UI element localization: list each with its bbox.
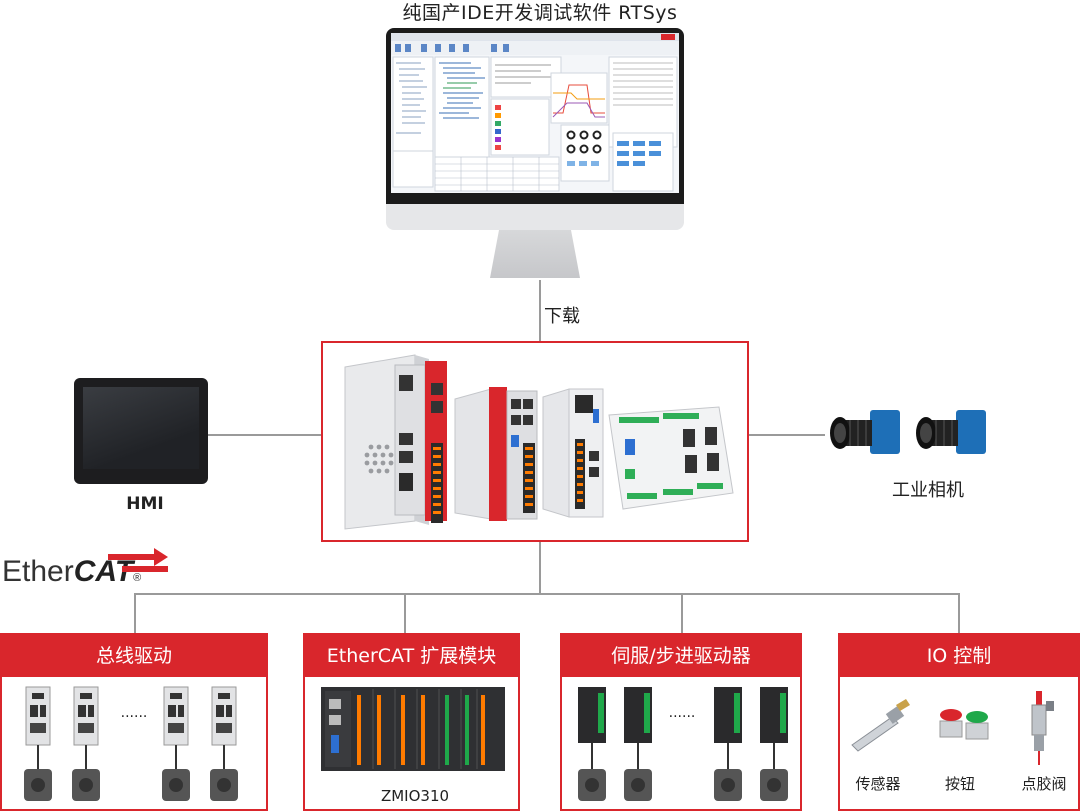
hmi-label: HMI: [126, 494, 164, 514]
hmi-panel: [74, 378, 208, 484]
section-title: IO 控制: [840, 635, 1078, 677]
more-dots: ......: [668, 705, 696, 721]
more-dots: ......: [120, 705, 148, 721]
ethercat-arrows-icon: [108, 548, 168, 572]
connector-line: [749, 434, 825, 436]
connector-line: [539, 542, 541, 594]
ethercat-logo-mark: ®: [133, 572, 142, 584]
rtsys-screen: [391, 33, 679, 193]
section-title: 伺服/步进驱动器: [562, 635, 800, 677]
section-bus-drive: 总线驱动: [0, 633, 268, 811]
servo-drivers-illustration: [578, 687, 788, 801]
buttons-icon: [939, 709, 989, 740]
zmio310-module-illustration: [321, 687, 505, 771]
connector-line: [539, 280, 541, 342]
section-servo-driver: 伺服/步进驱动器 ......: [560, 633, 802, 811]
hmi-screen: [83, 387, 199, 469]
motion-controllers-illustration: [344, 354, 734, 530]
connector-line: [404, 593, 406, 634]
monitor-rtsys: [386, 28, 684, 280]
industrial-camera-icon: [830, 410, 986, 454]
connector-line: [134, 593, 960, 595]
diagram-title: 纯国产IDE开发调试软件 RTSys: [402, 2, 678, 24]
monitor-chin: [386, 204, 684, 230]
module-caption: ZMIO310: [380, 787, 450, 805]
io-item-button: 按钮: [944, 775, 975, 793]
io-item-dispensing-valve: 点胶阀: [1021, 775, 1067, 793]
bus-drives-illustration: [24, 686, 238, 801]
connector-line: [208, 434, 322, 436]
section-title: 总线驱动: [2, 635, 266, 677]
connector-line: [681, 593, 683, 634]
section-ethercat-module: EtherCAT 扩展模块 ZMIO310: [303, 633, 520, 811]
connector-line: [134, 593, 136, 634]
rtsys-software-illustration: [391, 33, 679, 192]
dispensing-valve-icon: [1031, 691, 1054, 765]
io-item-sensor: 传感器: [855, 775, 901, 793]
ethercat-logo-prefix: Ether: [2, 555, 74, 588]
connector-line: [958, 593, 960, 634]
motion-controller-group: [321, 341, 749, 542]
sensor-icon: [851, 699, 910, 752]
monitor-stand: [490, 230, 580, 278]
download-label: 下载: [544, 306, 580, 327]
section-io-control: IO 控制 传感器 按钮 点胶阀: [838, 633, 1080, 811]
section-title: EtherCAT 扩展模块: [305, 635, 518, 677]
io-devices-illustration: [851, 691, 1054, 765]
camera-label: 工业相机: [892, 480, 964, 501]
